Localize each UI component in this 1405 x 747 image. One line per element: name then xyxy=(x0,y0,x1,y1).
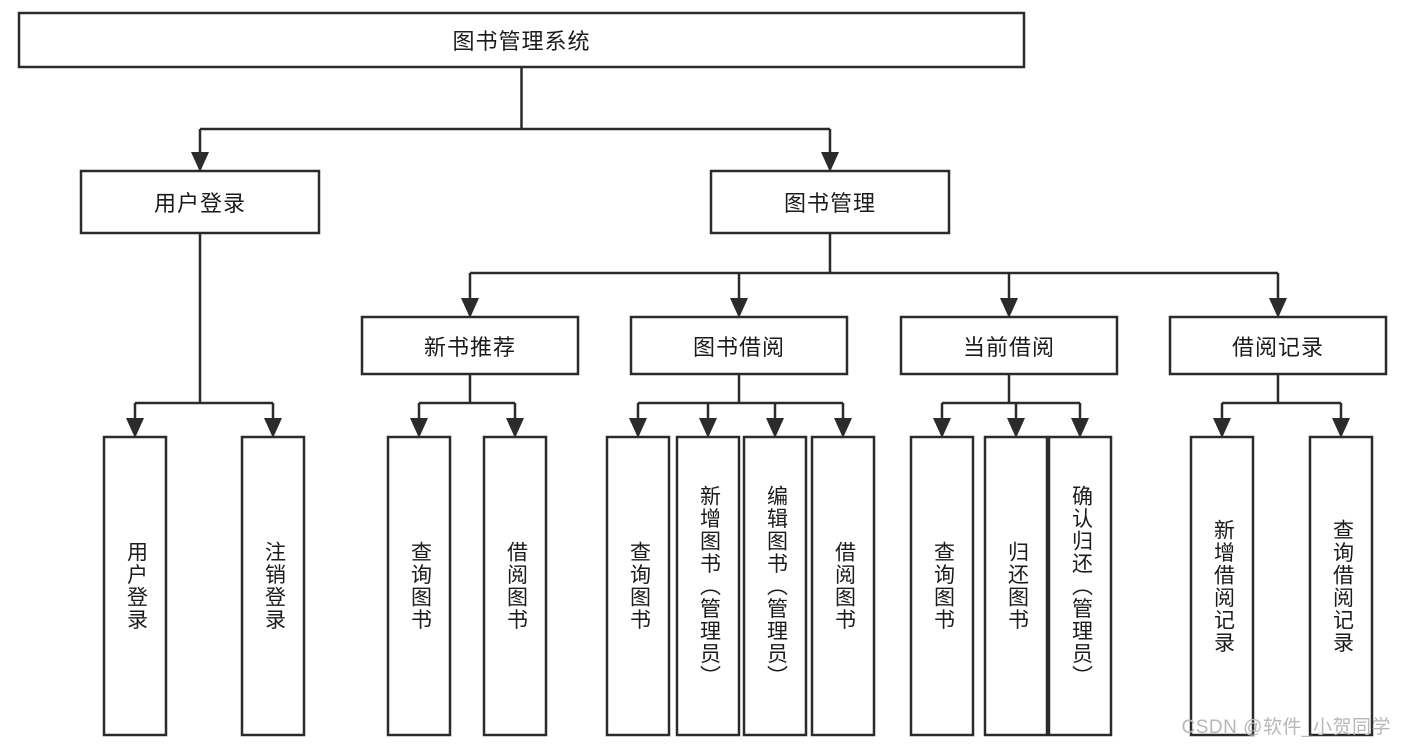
arrowhead-icon xyxy=(629,418,647,438)
node-box-leaf-query-book-2 xyxy=(605,435,671,737)
node-box-leaf-add-book xyxy=(675,435,741,737)
arrowhead-icon xyxy=(766,418,784,438)
node-box-leaf-query-record xyxy=(1308,435,1374,737)
node-box-new-book-rec xyxy=(360,315,580,376)
node-box-root xyxy=(17,11,1026,69)
arrowhead-icon xyxy=(126,418,144,438)
arrowhead-icon xyxy=(1000,298,1018,318)
node-box-book-manage xyxy=(709,169,951,235)
connector-lines xyxy=(126,67,1350,438)
watermark-text: CSDN @软件_小贺同学 xyxy=(1181,717,1391,738)
arrowhead-icon xyxy=(410,418,428,438)
node-box-leaf-borrow-book-2 xyxy=(810,435,876,737)
node-box-leaf-confirm-return xyxy=(1047,435,1113,737)
node-box-borrow-record xyxy=(1168,315,1388,376)
arrowhead-icon xyxy=(1269,298,1287,318)
node-box-book-borrow xyxy=(629,315,849,376)
node-box-leaf-edit-book xyxy=(742,435,808,737)
arrowhead-icon xyxy=(834,418,852,438)
arrowhead-icon xyxy=(1007,418,1025,438)
node-box-leaf-user-login xyxy=(102,435,168,737)
arrowhead-icon xyxy=(264,418,282,438)
arrowhead-icon xyxy=(461,298,479,318)
arrowhead-icon xyxy=(1332,418,1350,438)
node-box-leaf-logout xyxy=(240,435,306,737)
arrowhead-icon xyxy=(730,298,748,318)
arrowhead-icon xyxy=(506,418,524,438)
node-box-current-borrow xyxy=(899,315,1119,376)
arrowhead-icon xyxy=(191,152,209,172)
arrowhead-icon xyxy=(699,418,717,438)
arrowhead-icon xyxy=(1213,418,1231,438)
node-shapes xyxy=(17,11,1388,737)
arrowhead-icon xyxy=(821,152,839,172)
node-box-leaf-query-book-3 xyxy=(909,435,975,737)
arrowhead-icon xyxy=(933,418,951,438)
node-box-leaf-return-book xyxy=(983,435,1049,737)
node-box-leaf-query-book-1 xyxy=(386,435,452,737)
arrowhead-icon xyxy=(1071,418,1089,438)
node-box-leaf-borrow-book-1 xyxy=(482,435,548,737)
node-box-leaf-add-record xyxy=(1189,435,1255,737)
node-box-user-login xyxy=(79,169,321,235)
